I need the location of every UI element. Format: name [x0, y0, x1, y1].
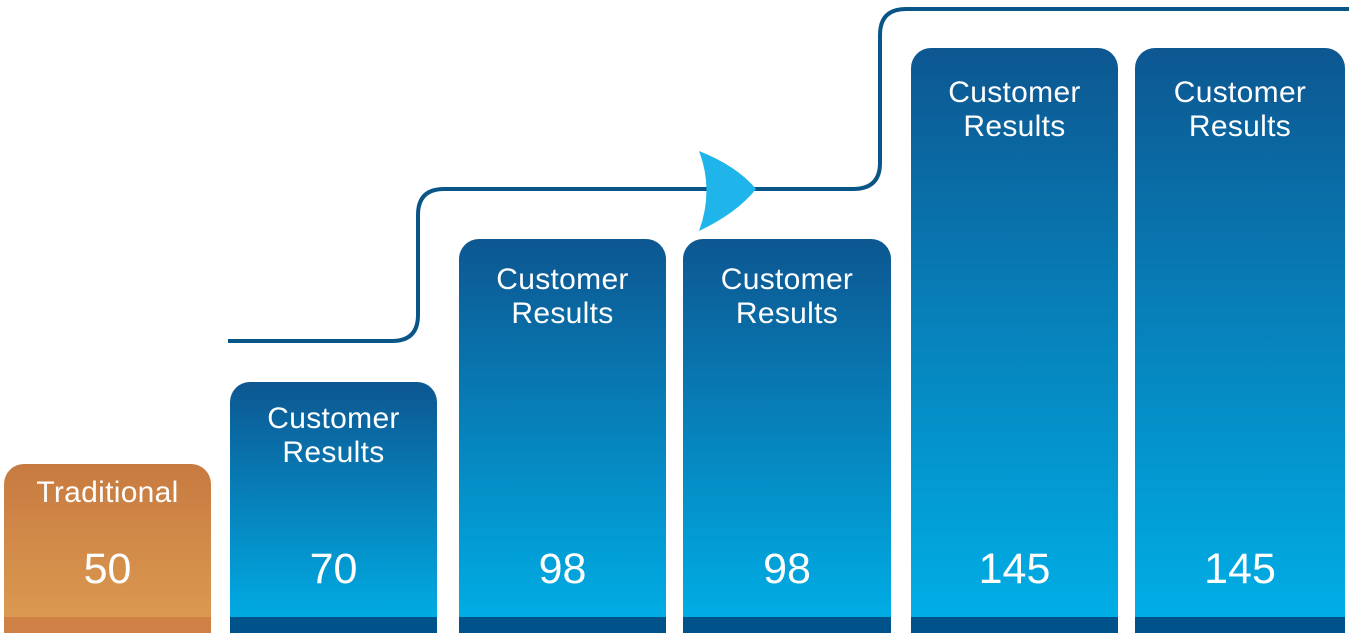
- arrow-icon: [699, 151, 756, 231]
- bar-value: 50: [83, 545, 132, 593]
- bar-label: Customer Results: [1173, 76, 1307, 143]
- bar-customer-results-5: Customer Results 145: [1135, 48, 1345, 633]
- bar-label: Traditional: [36, 476, 179, 509]
- bar-footer-strip: [230, 617, 437, 633]
- bar-value: 145: [978, 545, 1051, 593]
- bar-label: Customer Results: [948, 76, 1081, 143]
- bar-traditional: Traditional 50: [4, 464, 211, 633]
- bar-footer-strip: [683, 617, 891, 633]
- bar-value: 98: [763, 545, 811, 593]
- bar-label: Customer Results: [496, 263, 629, 330]
- stepped-line: [228, 7, 1349, 343]
- bar-label: Customer Results: [267, 402, 400, 469]
- bar-customer-results-4: Customer Results 145: [911, 48, 1118, 633]
- bar-footer-strip: [911, 617, 1118, 633]
- bar-value: 70: [309, 545, 358, 593]
- bar-value: 98: [538, 545, 587, 593]
- bar-value: 145: [1204, 545, 1276, 593]
- bar-customer-results-1: Customer Results 70: [230, 382, 437, 633]
- bar-label: Customer Results: [720, 263, 854, 330]
- bar-customer-results-2: Customer Results 98: [459, 239, 666, 633]
- bar-footer-strip: [459, 617, 666, 633]
- bar-customer-results-3: Customer Results 98: [683, 239, 891, 633]
- bar-footer-strip: [1135, 617, 1345, 633]
- bar-footer-strip: [4, 617, 211, 633]
